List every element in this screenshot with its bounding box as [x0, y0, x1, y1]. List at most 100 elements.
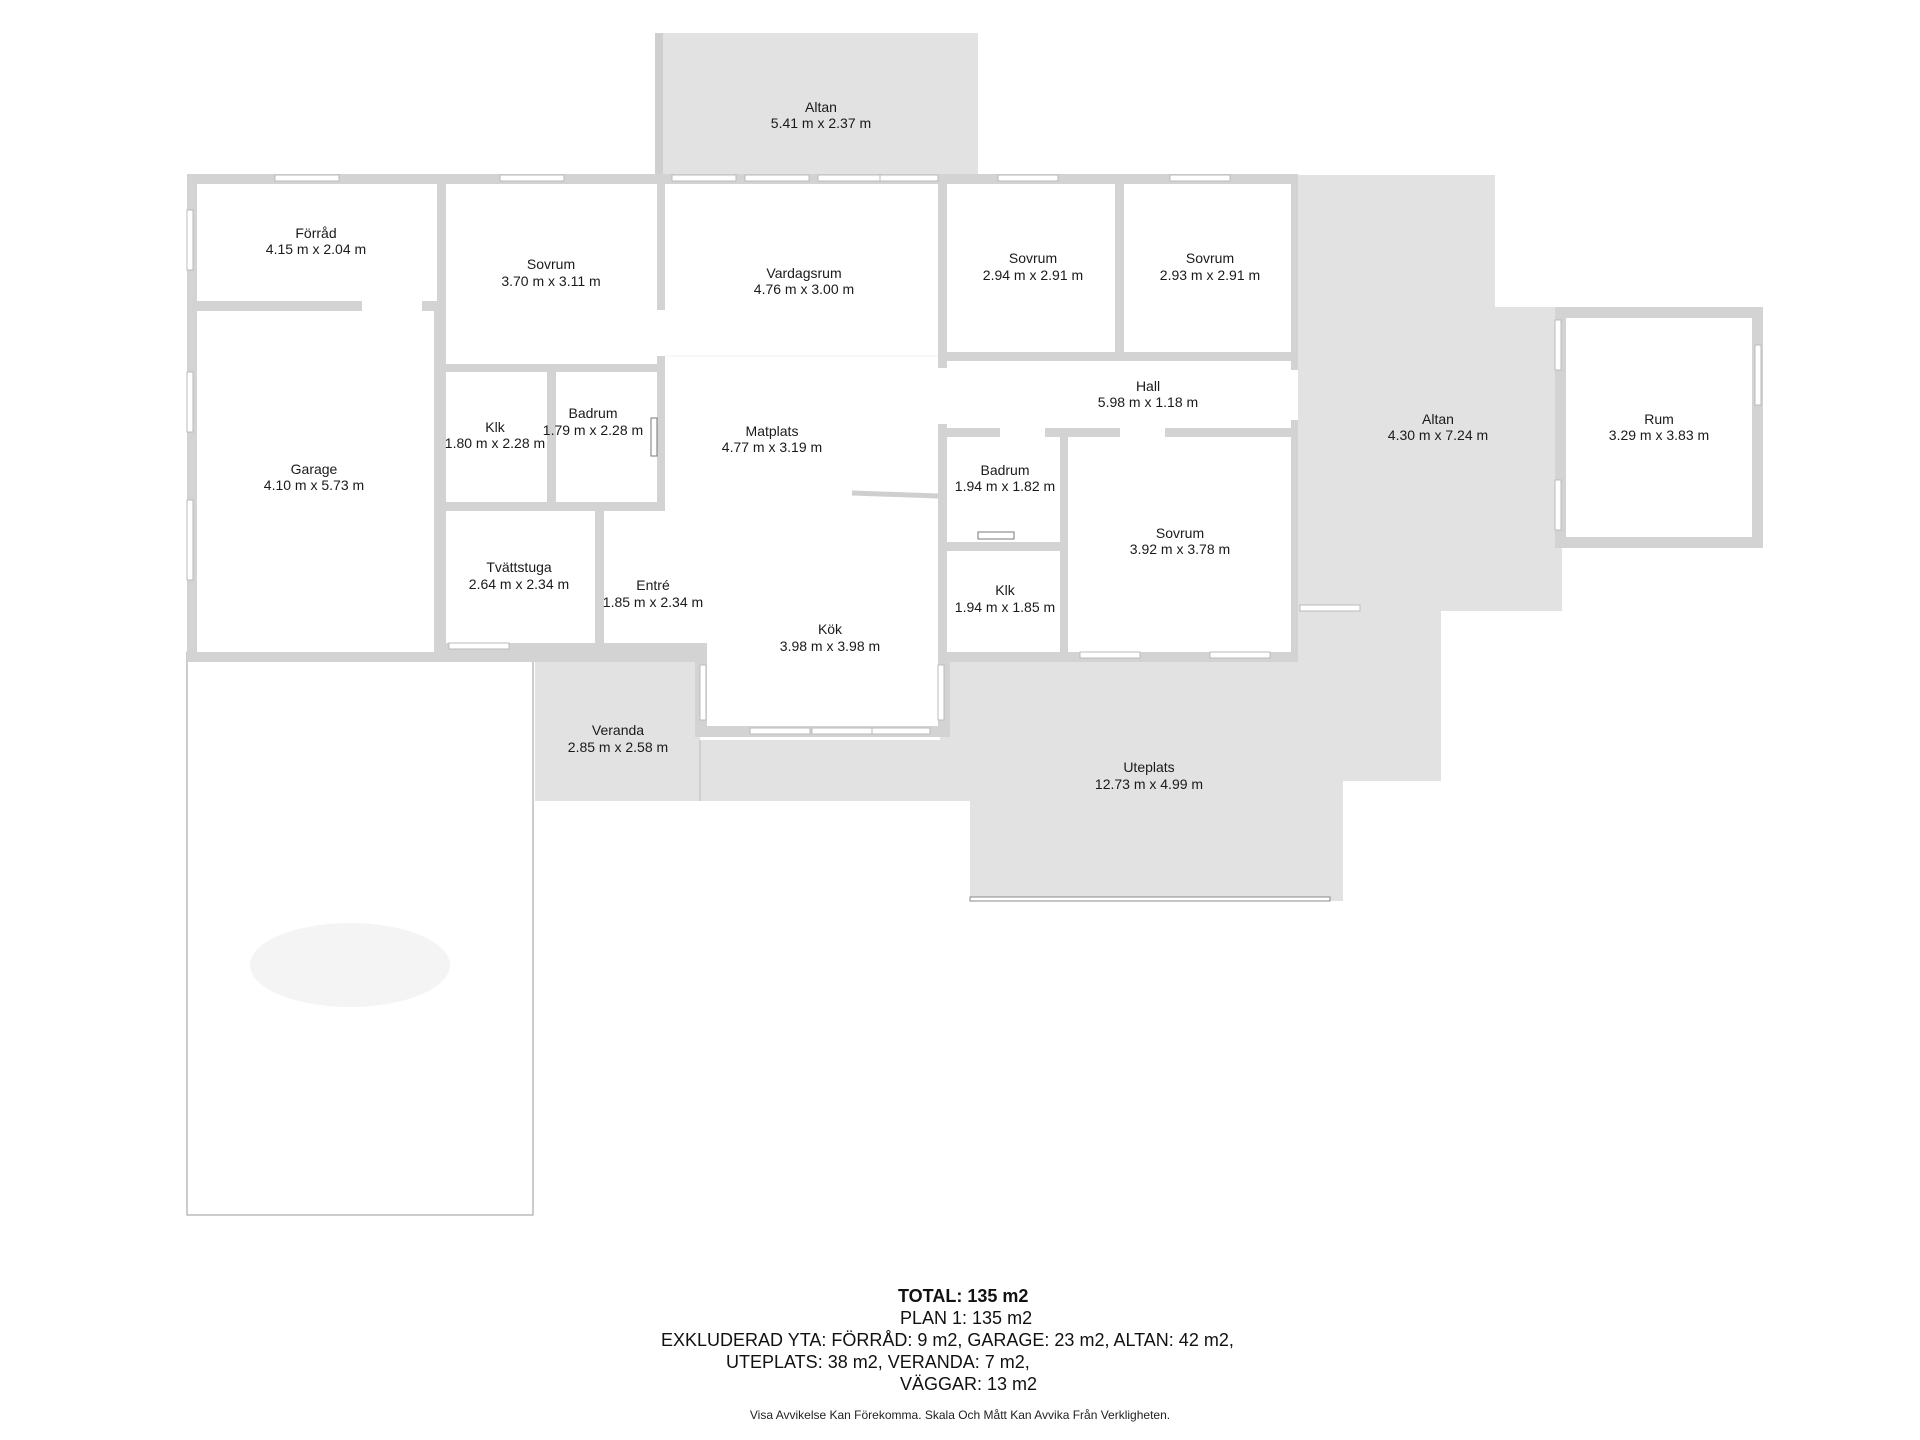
window — [879, 174, 939, 182]
room-size: 1.85 m x 2.34 m — [603, 594, 703, 610]
window — [1079, 651, 1141, 659]
room-name: Tvättstuga — [486, 559, 552, 575]
window — [1554, 479, 1562, 531]
room-size: 3.29 m x 3.83 m — [1609, 427, 1709, 443]
room-size: 2.85 m x 2.58 m — [568, 739, 668, 755]
window — [871, 727, 931, 735]
window — [671, 174, 737, 182]
sovrum-2-floor — [947, 184, 1115, 352]
door-gap — [1120, 428, 1165, 437]
veranda-area — [535, 655, 700, 801]
room-name: Vardagsrum — [766, 265, 841, 281]
sovrum-1-floor — [446, 184, 657, 364]
klk-2-floor — [947, 551, 1060, 652]
badrum-1-floor — [556, 372, 657, 502]
entre-floor — [604, 511, 699, 643]
sovrum-4-floor — [1068, 437, 1291, 652]
bath-fixture — [977, 531, 1015, 540]
room-size: 4.77 m x 3.19 m — [722, 439, 822, 455]
door-gap — [938, 368, 947, 424]
kitchen-counter — [851, 490, 939, 499]
room-size: 4.15 m x 2.04 m — [266, 241, 366, 257]
room-size: 1.94 m x 1.85 m — [955, 599, 1055, 615]
badrum-2-floor — [947, 437, 1060, 542]
window — [274, 174, 340, 182]
garage-floor — [197, 311, 434, 652]
hall-floor — [947, 361, 1291, 428]
room-name: Matplats — [746, 423, 799, 439]
room-size: 3.98 m x 3.98 m — [780, 638, 880, 654]
room-name: Badrum — [568, 405, 617, 421]
room-size: 5.41 m x 2.37 m — [771, 115, 871, 131]
room-name: Uteplats — [1123, 759, 1174, 775]
room-size: 1.94 m x 1.82 m — [955, 478, 1055, 494]
klk-1-floor — [446, 372, 547, 502]
disclaimer: Visa Avvikelse Kan Förekomma. Skala Och … — [749, 1408, 1171, 1422]
excluded-area-line-1: EXKLUDERAD YTA: FÖRRÅD: 9 m2, GARAGE: 23… — [661, 1330, 1234, 1350]
window — [1169, 174, 1231, 182]
room-size: 4.76 m x 3.00 m — [754, 281, 854, 297]
room-name: Sovrum — [527, 256, 575, 272]
window — [1554, 319, 1562, 371]
sovrum-3-floor — [1124, 184, 1291, 352]
room-name: Sovrum — [1156, 525, 1204, 541]
room-name: Sovrum — [1009, 250, 1057, 266]
room-name: Klk — [485, 419, 505, 435]
altan-top-edge — [655, 33, 663, 175]
window — [699, 664, 707, 721]
room-name: Altan — [805, 99, 837, 115]
room-size: 4.10 m x 5.73 m — [264, 477, 364, 493]
room-size: 2.64 m x 2.34 m — [469, 576, 569, 592]
room-name: Hall — [1136, 378, 1160, 394]
walls-area: VÄGGAR: 13 m2 — [900, 1374, 1038, 1394]
forrad-floor — [197, 184, 437, 301]
window — [186, 371, 194, 433]
door-gap — [372, 643, 432, 652]
room-size: 12.73 m x 4.99 m — [1095, 776, 1203, 792]
door-gap — [362, 301, 422, 311]
room-size: 3.92 m x 3.78 m — [1130, 541, 1230, 557]
room-size: 4.30 m x 7.24 m — [1388, 427, 1488, 443]
excluded-area-line-2: UTEPLATS: 38 m2, VERANDA: 7 m2, — [726, 1352, 1030, 1372]
door-gap — [1000, 428, 1045, 437]
altan-top-area — [655, 33, 978, 175]
room-name: Kök — [818, 621, 843, 637]
room-name: Förråd — [295, 225, 336, 241]
window — [817, 174, 883, 182]
window — [186, 499, 194, 581]
window — [811, 727, 873, 735]
uteplats-railing — [969, 896, 1331, 902]
uteplats-area — [700, 611, 1441, 901]
window — [744, 174, 810, 182]
living-kitchen-floor — [665, 184, 938, 726]
room-name: Garage — [291, 461, 338, 477]
room-size: 5.98 m x 1.18 m — [1098, 394, 1198, 410]
room-name: Altan — [1422, 411, 1454, 427]
room-name: Klk — [995, 582, 1015, 598]
room-name: Rum — [1644, 411, 1674, 427]
window — [997, 174, 1059, 182]
room-size: 2.94 m x 2.91 m — [983, 267, 1083, 283]
room-name: Sovrum — [1186, 250, 1234, 266]
